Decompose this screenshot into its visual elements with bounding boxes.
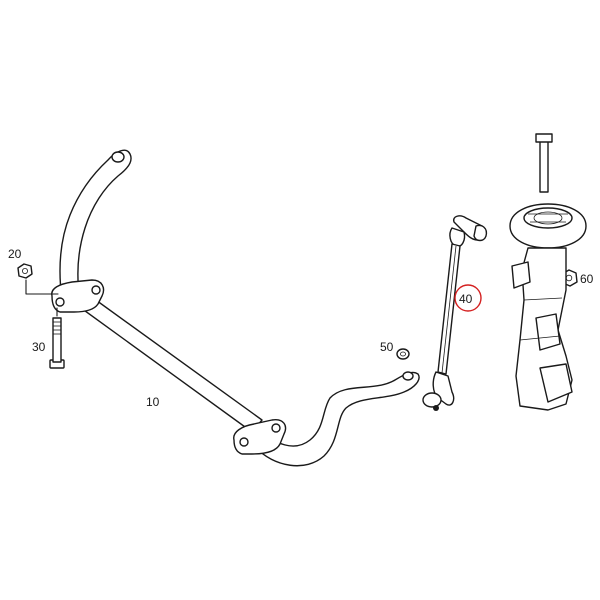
stabilizer-link-part-40[interactable]: [422, 215, 488, 411]
callout-60: 60: [580, 272, 594, 286]
nut-part-50[interactable]: [396, 348, 410, 360]
stabilizer-bar[interactable]: [59, 149, 420, 467]
left-bushing[interactable]: [51, 279, 105, 313]
callout-50: 50: [380, 340, 394, 354]
bolt-part-30[interactable]: [49, 317, 65, 369]
callout-20: 20: [8, 247, 22, 261]
callout-40: 40: [459, 292, 473, 306]
callout-10: 10: [146, 395, 160, 409]
highlight-circle-40[interactable]: [454, 284, 482, 312]
shock-absorber-strut: [509, 133, 587, 411]
nut-part-20[interactable]: [17, 263, 33, 279]
right-bushing[interactable]: [233, 419, 287, 455]
callout-30: 30: [32, 340, 46, 354]
leader-20: [25, 279, 59, 295]
